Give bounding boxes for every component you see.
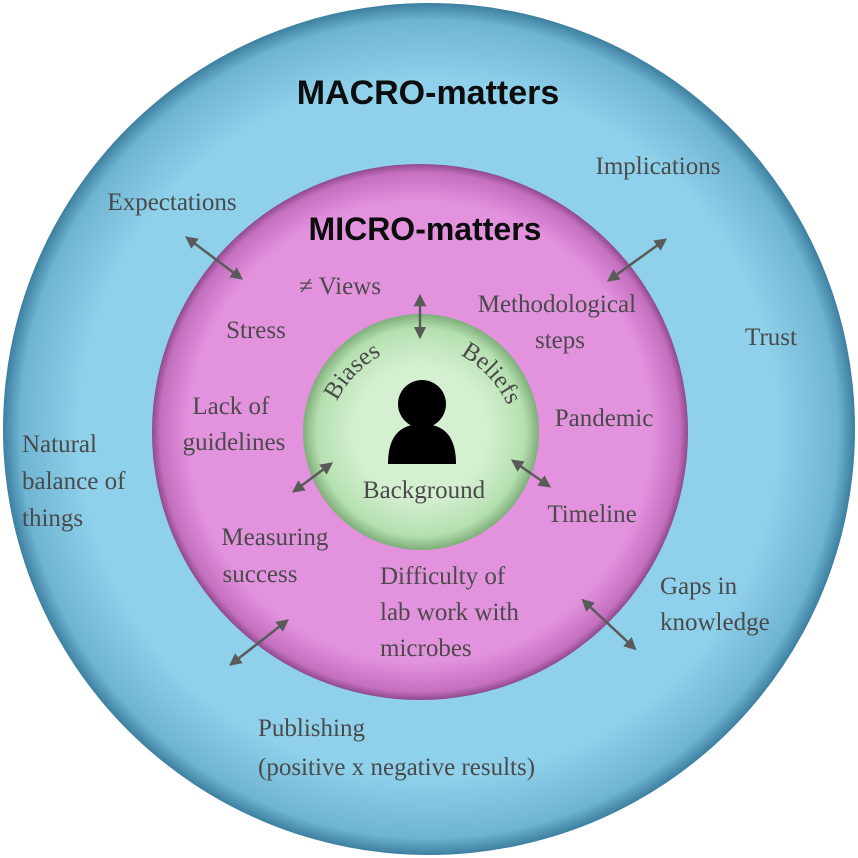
arrow-timeline: [510, 459, 552, 488]
macro-title: MACRO-matters: [297, 74, 560, 112]
micro-stress-label: Stress: [226, 317, 286, 344]
arrow-gaps: [581, 598, 637, 651]
person-icon: [388, 380, 456, 464]
core-background-label: Background: [363, 477, 486, 504]
micro-title: MICRO-matters: [309, 211, 542, 247]
micro-measuring-label: Measuring success: [221, 524, 334, 588]
micro-difficulty-label: Difficulty of lab work with microbes: [380, 563, 525, 662]
micro-methodological-label: Methodological steps: [478, 291, 643, 354]
micro-pandemic-label: Pandemic: [555, 405, 654, 432]
macro-gaps-label: Gaps in knowledge: [660, 573, 770, 636]
macro-expectations-label: Expectations: [107, 189, 236, 216]
micro-timeline-label: Timeline: [547, 501, 636, 528]
macro-publishing-label: Publishing (positive x negative results): [258, 715, 535, 781]
arrow-lack: [291, 462, 334, 493]
macro-natural-label: Natural balance of things: [22, 431, 132, 532]
arrow-publishing: [229, 619, 289, 666]
arrow-implications: [606, 238, 668, 282]
macro-implications-label: Implications: [596, 153, 721, 180]
macro-trust-label: Trust: [745, 324, 797, 351]
micro-views-label: ≠ Views: [299, 273, 381, 300]
micro-lack-label: Lack of guidelines: [183, 393, 286, 456]
arrow-expectations: [185, 236, 243, 280]
